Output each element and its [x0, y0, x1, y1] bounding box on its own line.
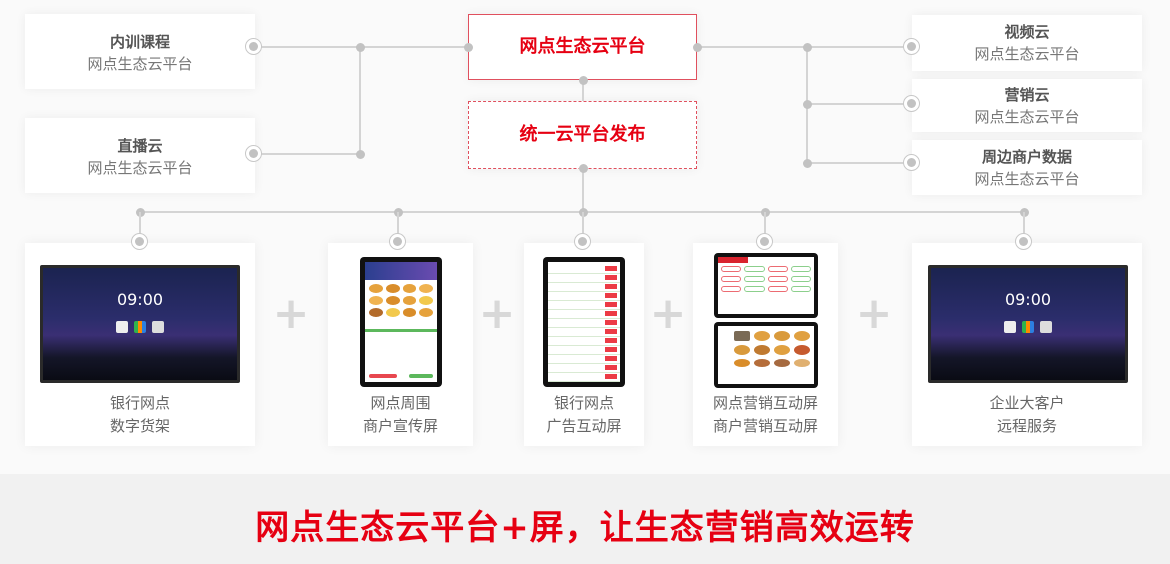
landscape-menu-tablet-image: [714, 322, 818, 388]
junction-node-icon: [802, 99, 812, 109]
landscape-display-image: 09:00: [40, 265, 240, 383]
screen-port-icon: [131, 233, 148, 250]
screen-card-digital-shelf: 09:00 银行网点 数字货架: [25, 243, 255, 446]
screen-port-icon: [389, 233, 406, 250]
screen-label-line2: 商户营销互动屏: [712, 417, 818, 435]
platform-label: 网点生态云平台: [519, 36, 646, 57]
junction-node-icon: [355, 149, 365, 159]
slogan-text: 网点生态云平台+屏，让生态营销高效运转: [255, 508, 915, 548]
clock-text: 09:00: [116, 290, 164, 309]
source-box-merchant-data: 周边商户数据 网点生态云平台: [912, 140, 1142, 195]
screen-card-bank-ad: 银行网点 广告互动屏: [524, 243, 644, 446]
plus-icon: +: [855, 288, 893, 339]
connector-port-icon: [245, 145, 262, 162]
connector-line: [582, 80, 584, 101]
screen-label-line1: 企业大客户: [989, 394, 1065, 412]
connector-line: [255, 153, 360, 155]
source-subtitle: 网点生态云平台: [974, 170, 1080, 188]
junction-node-icon: [355, 42, 365, 52]
clock-text: 09:00: [1004, 290, 1052, 309]
connector-line: [359, 46, 361, 154]
screen-label-line2: 数字货架: [109, 417, 170, 435]
connector-line: [139, 212, 141, 242]
screen-label-line2: 远程服务: [996, 417, 1057, 435]
connector-line: [1023, 212, 1025, 242]
source-subtitle: 网点生态云平台: [974, 108, 1080, 126]
source-box-video-cloud: 视频云 网点生态云平台: [912, 15, 1142, 71]
connector-port-icon: [903, 154, 920, 171]
junction-node-icon: [802, 42, 812, 52]
junction-node-icon: [578, 75, 588, 85]
connector-line: [806, 162, 912, 164]
source-box-training: 内训课程 网点生态云平台: [25, 14, 255, 89]
junction-node-icon: [463, 42, 473, 52]
source-title: 直播云: [117, 137, 163, 155]
landscape-display-image: 09:00: [928, 265, 1128, 383]
plus-icon: +: [478, 288, 516, 339]
screen-label-line1: 银行网点: [553, 394, 614, 412]
source-box-marketing-cloud: 营销云 网点生态云平台: [912, 79, 1142, 132]
screen-label-line1: 银行网点: [109, 394, 170, 412]
portrait-menu-tablet-image: [360, 257, 442, 387]
connector-line: [582, 169, 584, 212]
screen-label-line2: 商户宣传屏: [362, 417, 438, 435]
connector-port-icon: [245, 38, 262, 55]
source-subtitle: 网点生态云平台: [87, 55, 193, 73]
source-subtitle: 网点生态云平台: [87, 159, 193, 177]
connector-line: [764, 212, 766, 242]
junction-node-icon: [802, 158, 812, 168]
screen-label-line1: 网点营销互动屏: [712, 394, 818, 412]
source-title: 内训课程: [109, 33, 170, 51]
screen-port-icon: [574, 233, 591, 250]
connector-port-icon: [903, 95, 920, 112]
screen-port-icon: [1015, 233, 1032, 250]
plus-icon: +: [272, 288, 310, 339]
portrait-list-tablet-image: [543, 257, 625, 387]
junction-node-icon: [578, 163, 588, 173]
connector-line: [806, 103, 912, 105]
platform-box: 网点生态云平台: [468, 14, 697, 80]
screen-port-icon: [756, 233, 773, 250]
screen-card-enterprise-remote: 09:00 企业大客户 远程服务: [912, 243, 1142, 446]
connector-line: [397, 212, 399, 242]
source-title: 视频云: [1004, 23, 1050, 41]
publish-box: 统一云平台发布: [468, 101, 697, 169]
landscape-list-tablet-image: [714, 253, 818, 318]
connector-line: [582, 212, 584, 242]
publish-label: 统一云平台发布: [519, 124, 646, 145]
screen-card-merchant-promo: 网点周围 商户宣传屏: [328, 243, 473, 446]
source-title: 营销云: [1004, 86, 1050, 104]
screen-card-marketing-interactive: 网点营销互动屏 商户营销互动屏: [693, 243, 838, 446]
junction-node-icon: [692, 42, 702, 52]
slogan-banner: 网点生态云平台+屏，让生态营销高效运转: [0, 474, 1170, 564]
source-title: 周边商户数据: [981, 148, 1072, 166]
screen-label-line1: 网点周围: [370, 394, 431, 412]
screen-label-line2: 广告互动屏: [546, 417, 622, 435]
source-subtitle: 网点生态云平台: [974, 45, 1080, 63]
plus-icon: +: [649, 288, 687, 339]
source-box-live: 直播云 网点生态云平台: [25, 118, 255, 193]
connector-port-icon: [903, 38, 920, 55]
